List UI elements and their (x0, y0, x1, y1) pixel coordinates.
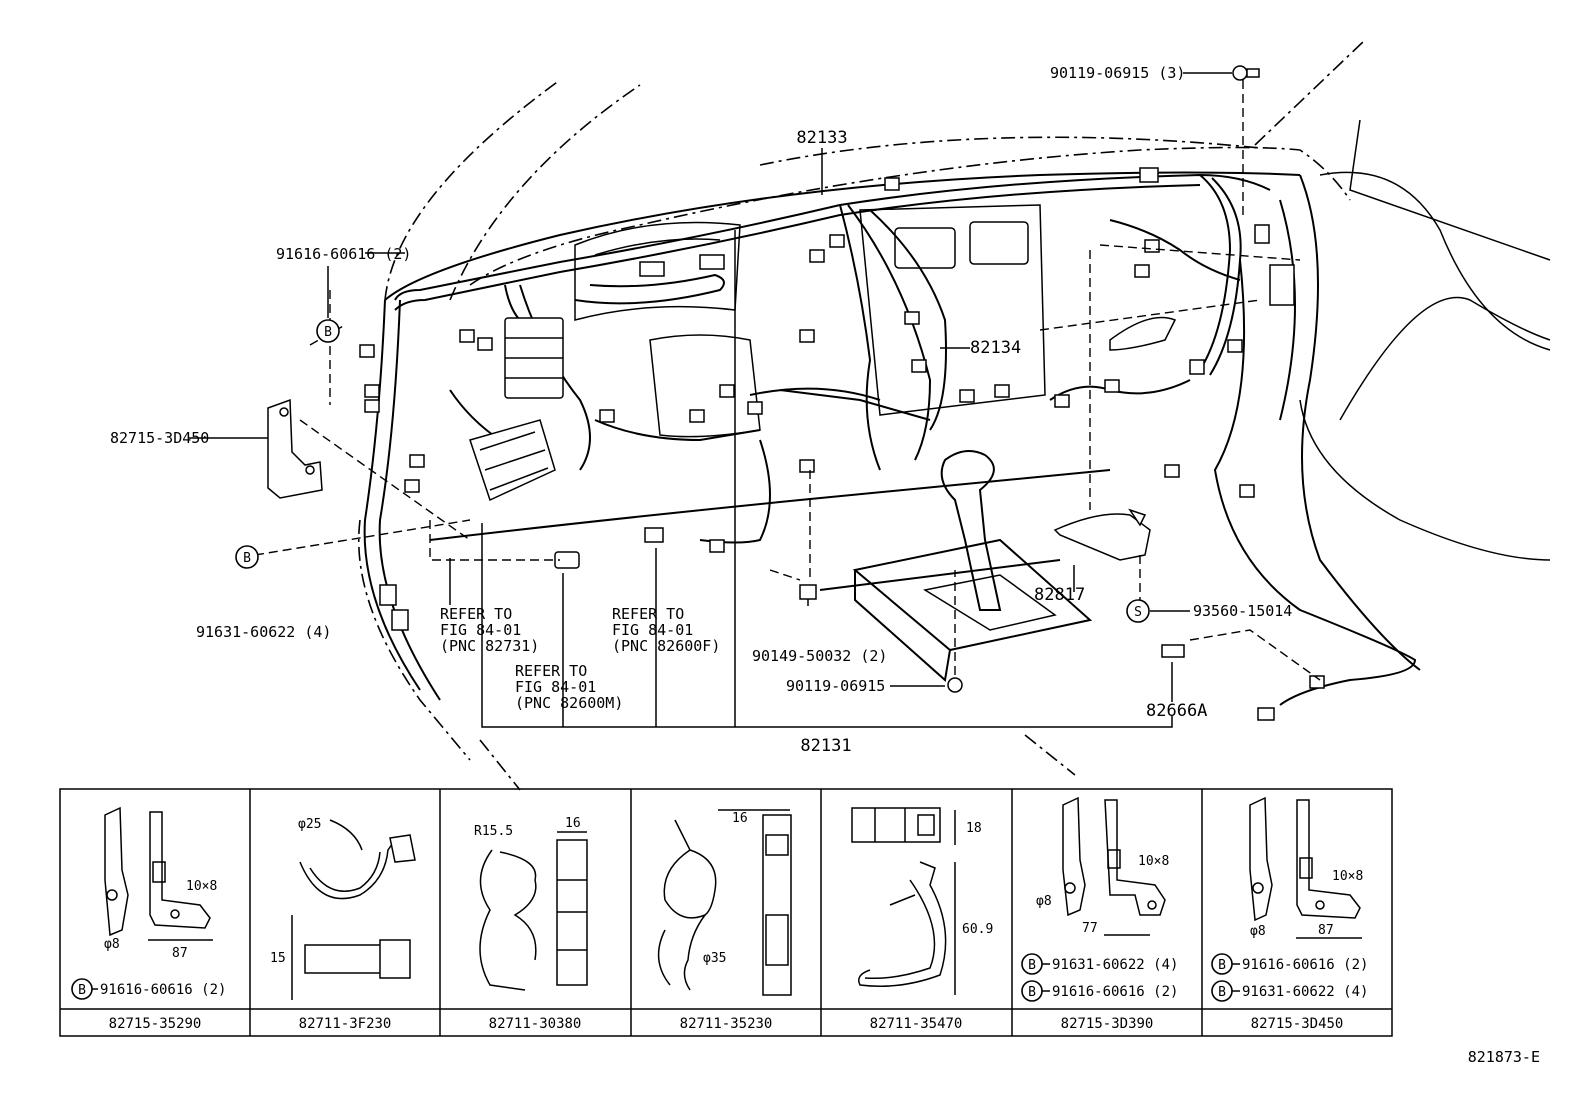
svg-text:φ25: φ25 (298, 817, 321, 832)
screw-icon (799, 584, 817, 606)
svg-text:87: 87 (1318, 923, 1334, 938)
label-bolt-91616: 91616-60616 (2) (276, 245, 411, 263)
svg-text:REFER TO: REFER TO (515, 662, 587, 680)
svg-text:82711-35230: 82711-35230 (680, 1016, 773, 1032)
svg-text:(PNC 82600M): (PNC 82600M) (515, 694, 623, 712)
svg-text:B: B (1218, 985, 1226, 1000)
bolt-icon-lower (947, 677, 963, 693)
svg-text:91631-60622 (4): 91631-60622 (4) (1242, 984, 1368, 1000)
callout-labels: 82133 82134 82131 82817 82666A 90119-069… (110, 64, 1292, 756)
svg-text:B: B (324, 325, 332, 340)
svg-text:B: B (1218, 958, 1226, 973)
label-82666A: 82666A (1146, 701, 1207, 721)
svg-text:REFER TO: REFER TO (440, 605, 512, 623)
label-82817: 82817 (1034, 585, 1085, 605)
label-82131: 82131 (800, 736, 851, 756)
svg-text:16: 16 (565, 816, 581, 831)
svg-text:B: B (1028, 958, 1036, 973)
refer-note-82600F: REFER TO FIG 84-01 (PNC 82600F) (612, 605, 720, 655)
label-clip-93560: 93560-15014 (1193, 602, 1292, 620)
svg-text:B: B (78, 983, 86, 998)
label-82134: 82134 (970, 338, 1021, 358)
svg-text:(PNC 82600F): (PNC 82600F) (612, 637, 720, 655)
svg-text:φ8: φ8 (1036, 894, 1052, 909)
svg-text:82711-35470: 82711-35470 (870, 1016, 963, 1032)
duct-82817 (1053, 513, 1151, 561)
label-bolt-bottom: 90119-06915 (786, 677, 885, 695)
svg-text:82711-3F230: 82711-3F230 (299, 1016, 392, 1032)
svg-text:φ8: φ8 (104, 937, 120, 952)
svg-text:10×8: 10×8 (1138, 854, 1169, 869)
svg-text:FIG 84-01: FIG 84-01 (440, 621, 521, 639)
svg-text:FIG 84-01: FIG 84-01 (612, 621, 693, 639)
detail-cell-82715-3D450: 10×8 φ8 87 B 91616-60616 (2) B 91631-606… (1211, 796, 1368, 1032)
svg-text:18: 18 (966, 821, 982, 836)
svg-text:φ8: φ8 (1250, 924, 1266, 939)
label-bracket-82715: 82715-3D450 (110, 429, 209, 447)
bracket-82715-3D450 (267, 398, 323, 499)
svg-text:60.9: 60.9 (962, 922, 993, 937)
label-screw-90149: 90149-50032 (2) (752, 647, 887, 665)
svg-text:82715-3D450: 82715-3D450 (1251, 1016, 1344, 1032)
svg-text:16: 16 (732, 811, 748, 826)
label-bolt-91631: 91631-60622 (4) (196, 623, 331, 641)
detail-cell-82711-35470: 18 60.9 82711-35470 (851, 807, 993, 1032)
svg-text:B: B (243, 551, 251, 566)
marker-b-upper: B (316, 319, 340, 343)
svg-text:82715-35290: 82715-35290 (109, 1016, 202, 1032)
svg-text:15: 15 (270, 951, 286, 966)
detail-cell-82715-3D390: 10×8 φ8 77 B 91631-60622 (4) B 91616-606… (1021, 796, 1178, 1032)
svg-text:82711-30380: 82711-30380 (489, 1016, 582, 1032)
refer-note-82600M: REFER TO FIG 84-01 (PNC 82600M) (515, 662, 623, 712)
refer-note-82731: REFER TO FIG 84-01 (PNC 82731) (440, 605, 539, 655)
label-82133: 82133 (796, 128, 847, 148)
detail-cell-82711-30380: R15.5 16 82711-30380 (474, 816, 588, 1032)
dashboard-illustration (188, 39, 1551, 791)
detail-table: 10×8 φ8 87 B 91616-60616 (2) 82715-35290… (59, 788, 1393, 1037)
svg-text:FIG 84-01: FIG 84-01 (515, 678, 596, 696)
detail-cell-82711-3F230: φ25 15 82711-3F230 (270, 817, 416, 1032)
svg-text:B: B (1028, 985, 1036, 1000)
svg-text:S: S (1134, 605, 1142, 620)
svg-text:REFER TO: REFER TO (612, 605, 684, 623)
label-bolt-top: 90119-06915 (3) (1050, 64, 1185, 82)
svg-text:91616-60616 (2): 91616-60616 (2) (100, 982, 226, 998)
svg-text:φ35: φ35 (703, 951, 726, 966)
svg-text:91616-60616 (2): 91616-60616 (2) (1052, 984, 1178, 1000)
svg-text:77: 77 (1082, 921, 1098, 936)
svg-text:87: 87 (172, 946, 188, 961)
marker-s: S (1126, 599, 1150, 623)
svg-text:10×8: 10×8 (186, 879, 217, 894)
bolt-icon (1232, 65, 1260, 81)
svg-text:82715-3D390: 82715-3D390 (1061, 1016, 1154, 1032)
detail-cell-82715-35290: 10×8 φ8 87 B 91616-60616 (2) 82715-35290 (71, 806, 226, 1032)
detail-cell-82711-35230: 16 φ35 82711-35230 (657, 809, 792, 1032)
svg-text:R15.5: R15.5 (474, 824, 513, 839)
svg-text:(PNC 82731): (PNC 82731) (440, 637, 539, 655)
svg-text:91616-60616 (2): 91616-60616 (2) (1242, 957, 1368, 973)
svg-text:91631-60622 (4): 91631-60622 (4) (1052, 957, 1178, 973)
figure-id: 821873-E (1468, 1048, 1540, 1066)
marker-b-lower: B (235, 545, 259, 569)
harness-connectors (359, 167, 1325, 721)
junction-block (469, 317, 564, 502)
svg-text:10×8: 10×8 (1332, 869, 1363, 884)
